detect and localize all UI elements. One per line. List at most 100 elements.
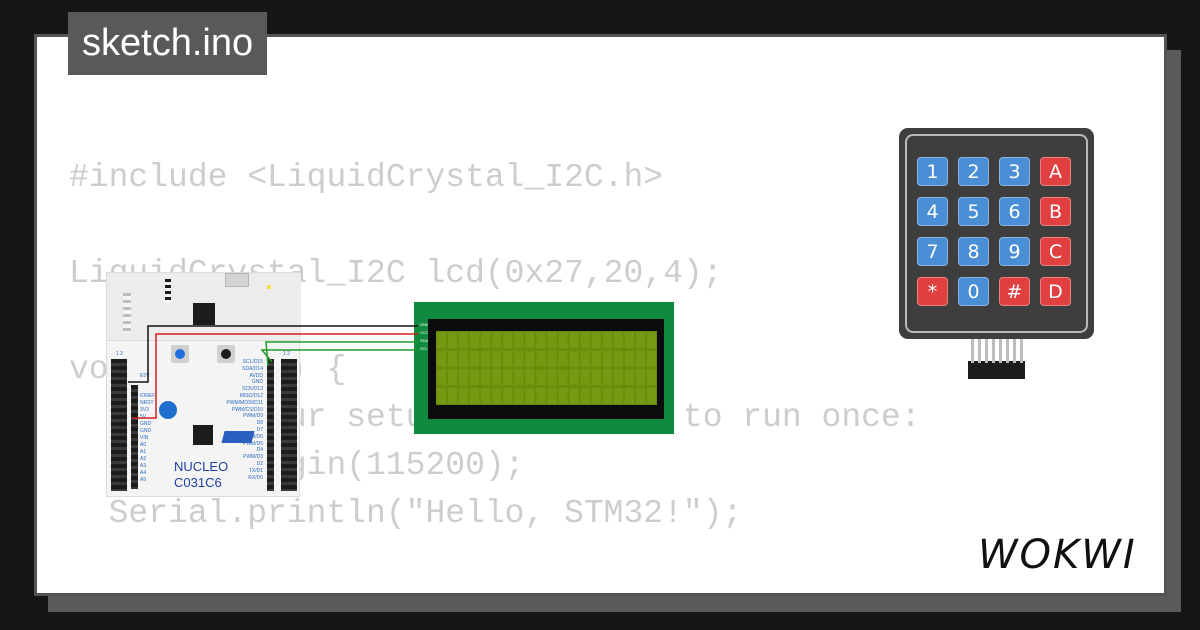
lcd-cell xyxy=(536,388,546,404)
code-line xyxy=(69,538,921,586)
connector-pin xyxy=(978,339,981,363)
lcd-cell xyxy=(448,369,458,385)
lcd-cell xyxy=(536,369,546,385)
connector-pin xyxy=(999,339,1002,363)
pin-label: D4 xyxy=(256,447,263,454)
lcd-pin[interactable]: GND xyxy=(420,322,429,327)
key-hash[interactable]: # xyxy=(999,277,1030,306)
code-line xyxy=(69,202,921,250)
lcd-cell xyxy=(470,388,480,404)
lcd-cell xyxy=(492,369,502,385)
lcd-cell xyxy=(481,369,491,385)
lcd-bezel xyxy=(428,319,664,419)
key-2[interactable]: 2 xyxy=(958,157,989,186)
key-c[interactable]: C xyxy=(1040,237,1071,266)
lcd-cell xyxy=(635,388,645,404)
key-3[interactable]: 3 xyxy=(999,157,1030,186)
lcd-cell xyxy=(525,388,535,404)
key-5[interactable]: 5 xyxy=(958,197,989,226)
lcd-cell xyxy=(580,369,590,385)
pin-label: SCL/D15 xyxy=(242,359,263,365)
lcd-cell xyxy=(591,351,601,367)
pin-label: PWM/MOSI/D11 xyxy=(226,399,263,406)
lcd-cell xyxy=(525,351,535,367)
lcd-cell xyxy=(591,388,601,404)
lcd-pin[interactable]: SDA xyxy=(420,338,429,343)
lcd-cell xyxy=(613,388,623,404)
pin-label: 5V xyxy=(140,414,147,420)
key-7[interactable]: 7 xyxy=(917,237,948,266)
lcd-display[interactable]: GND VCC SDA SCL xyxy=(414,302,674,434)
lcd-cell xyxy=(459,369,469,385)
lcd-cell xyxy=(635,351,645,367)
user-button[interactable] xyxy=(171,345,189,363)
key-star[interactable]: * xyxy=(917,277,948,306)
lcd-cell xyxy=(492,351,502,367)
lcd-cell xyxy=(602,332,612,348)
lcd-cell xyxy=(646,351,656,367)
key-1[interactable]: 1 xyxy=(917,157,948,186)
key-4[interactable]: 4 xyxy=(917,197,948,226)
lcd-cell xyxy=(591,332,601,348)
keypad-connector[interactable] xyxy=(968,339,1025,379)
jumper-header xyxy=(165,279,171,303)
pin-label: AVDD xyxy=(249,372,263,379)
pin-label: MISO/D12 xyxy=(239,393,263,399)
lcd-cell xyxy=(547,388,557,404)
lcd-pin[interactable]: VCC xyxy=(420,330,429,335)
lcd-cell xyxy=(591,369,601,385)
lcd-cell xyxy=(514,351,524,367)
left-morpho-header xyxy=(111,359,127,491)
lcd-cell xyxy=(459,332,469,348)
pin-label: RX/D0 xyxy=(248,474,263,481)
key-a[interactable]: A xyxy=(1040,157,1071,186)
lcd-cell xyxy=(613,351,623,367)
key-0[interactable]: 0 xyxy=(958,277,989,306)
reset-button[interactable] xyxy=(217,345,235,363)
board-name-line2: C031C6 xyxy=(174,475,222,490)
mcu-chip xyxy=(193,425,213,445)
pin-label: A4 xyxy=(140,470,147,476)
lcd-pin[interactable]: SCL xyxy=(420,346,428,351)
lcd-cell xyxy=(613,369,623,385)
code-line: Serial.println("Hello, STM32!"); xyxy=(69,495,743,532)
pin-label: PWM/D6 xyxy=(243,433,263,440)
lcd-cell xyxy=(569,388,579,404)
left-arduino-header xyxy=(131,385,138,489)
connector-pin xyxy=(1006,339,1009,363)
lcd-cell xyxy=(481,332,491,348)
lcd-cell xyxy=(525,332,535,348)
key-9[interactable]: 9 xyxy=(999,237,1030,266)
lcd-cell xyxy=(635,332,645,348)
pin-label: GND xyxy=(251,379,263,386)
lcd-cell xyxy=(580,388,590,404)
lcd-cell xyxy=(558,369,568,385)
key-d[interactable]: D xyxy=(1040,277,1071,306)
connector-pin xyxy=(1020,339,1023,363)
lcd-cell xyxy=(547,369,557,385)
lcd-screen xyxy=(436,331,657,405)
key-b[interactable]: B xyxy=(1040,197,1071,226)
lcd-cell xyxy=(580,332,590,348)
lcd-cell xyxy=(569,332,579,348)
lcd-cell xyxy=(646,332,656,348)
project-title[interactable]: sketch.ino xyxy=(68,12,268,75)
pin-label: D2 xyxy=(256,461,263,467)
lcd-cell xyxy=(470,332,480,348)
reset-button-cap xyxy=(221,349,231,359)
pin-label: D8 xyxy=(256,420,263,427)
key-6[interactable]: 6 xyxy=(999,197,1030,226)
pin-label: A2 xyxy=(140,456,147,462)
key-8[interactable]: 8 xyxy=(958,237,989,266)
pin-label: D7 xyxy=(256,427,263,433)
lcd-cell xyxy=(646,388,656,404)
pin-label: VIN xyxy=(140,435,149,441)
lcd-cell xyxy=(613,332,623,348)
lcd-cell xyxy=(503,369,513,385)
lcd-cell xyxy=(624,351,634,367)
lcd-cell xyxy=(602,369,612,385)
code-line: #include <LiquidCrystal_I2C.h> xyxy=(69,159,664,196)
right-arduino-header xyxy=(267,359,274,491)
